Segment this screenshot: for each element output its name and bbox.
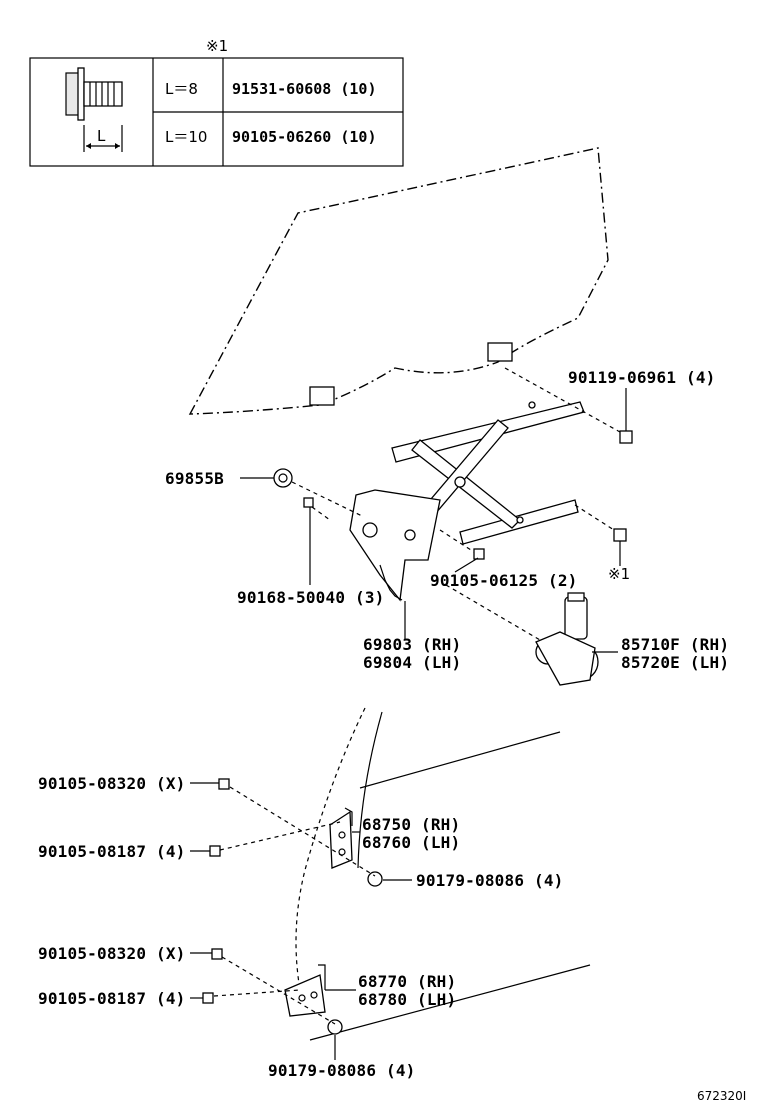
bolt-icon: L bbox=[65, 67, 123, 152]
label-90105-06125: 90105-06125 (2) bbox=[430, 571, 578, 590]
regulator-fasteners bbox=[273, 367, 633, 641]
label-90105-08320-upper: 90105-08320 (X) bbox=[38, 774, 186, 793]
label-90105-08187-lower: 90105-08187 (4) bbox=[38, 989, 186, 1008]
table-part-1: 91531-60608 (10) bbox=[232, 80, 377, 98]
label-68760: 68760 (LH) bbox=[362, 833, 460, 852]
label-85710f: 85710F (RH) bbox=[621, 635, 729, 654]
glass-bracket-right bbox=[487, 342, 513, 362]
label-90105-08187-upper: 90105-08187 (4) bbox=[38, 842, 186, 861]
glass-bracket-left bbox=[309, 386, 335, 406]
label-90168-50040: 90168-50040 (3) bbox=[237, 588, 385, 607]
label-90179-08086-upper: 90179-08086 (4) bbox=[416, 871, 564, 890]
dimension-label: L bbox=[97, 127, 106, 145]
table-note-mark: ※1 bbox=[206, 37, 228, 55]
bumper-cushion-icon bbox=[273, 468, 293, 488]
label-90179-08086-lower: 90179-08086 (4) bbox=[268, 1061, 416, 1080]
table-length-2: L＝10 bbox=[165, 128, 207, 146]
label-69804: 69804 (LH) bbox=[363, 653, 461, 672]
label-90105-08320-lower: 90105-08320 (X) bbox=[38, 944, 186, 963]
window-regulator bbox=[349, 401, 585, 602]
diagram-id: 672320I bbox=[697, 1089, 746, 1103]
door-hinge-lower bbox=[202, 948, 343, 1035]
label-85720e: 85720E (LH) bbox=[621, 653, 729, 672]
bolt-table: ※1 L L＝8 91531-60608 (10) L＝10 90105-062… bbox=[29, 37, 404, 167]
table-part-2: 90105-06260 (10) bbox=[232, 128, 377, 146]
leader-lines bbox=[190, 388, 627, 1060]
bolt-note1-icon bbox=[613, 528, 627, 542]
door-frame bbox=[295, 707, 591, 1041]
label-90119-06961: 90119-06961 (4) bbox=[568, 368, 716, 387]
bolt-90105-06125-icon bbox=[473, 548, 485, 560]
bolt-90119-icon bbox=[619, 430, 633, 444]
door-hinge-upper bbox=[209, 778, 383, 887]
label-68750: 68750 (RH) bbox=[362, 815, 460, 834]
label-68780: 68780 (LH) bbox=[358, 990, 456, 1009]
window-motor bbox=[535, 592, 599, 686]
label-69803: 69803 (RH) bbox=[363, 635, 461, 654]
screw-90168-icon bbox=[303, 497, 314, 508]
label-68770: 68770 (RH) bbox=[358, 972, 456, 991]
label-69855b: 69855B bbox=[165, 469, 224, 488]
regulator-sector-gear bbox=[349, 489, 441, 602]
label-note1: ※1 bbox=[608, 565, 630, 583]
door-glass bbox=[188, 147, 609, 415]
table-length-1: L＝8 bbox=[165, 80, 198, 98]
